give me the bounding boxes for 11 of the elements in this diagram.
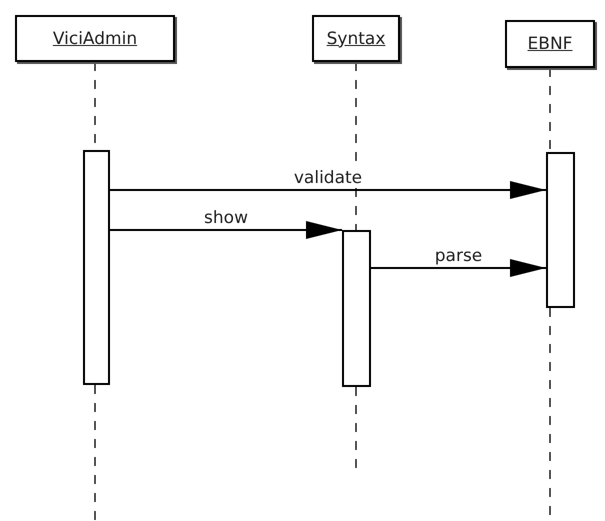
activation-bar	[342, 230, 371, 387]
message-arrow	[110, 181, 546, 199]
lifeline	[355, 62, 357, 230]
object-box: ViciAdmin	[15, 15, 175, 62]
activation-bar	[546, 152, 575, 308]
activation-bar	[83, 150, 110, 385]
message-arrow	[110, 221, 342, 239]
object-box: Syntax	[312, 15, 400, 62]
lifeline	[549, 68, 551, 152]
message-arrow	[371, 259, 546, 277]
object-box: EBNF	[505, 20, 595, 68]
